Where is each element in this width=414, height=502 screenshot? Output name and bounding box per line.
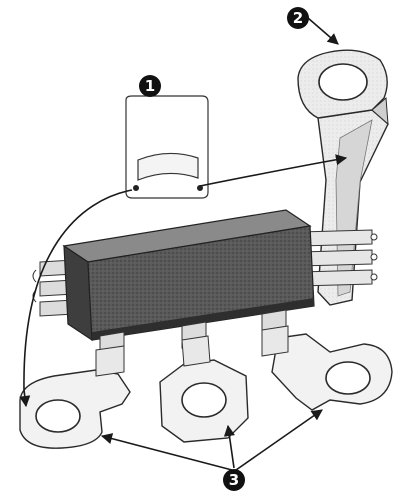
callout-1: 1: [139, 75, 161, 97]
spring-contact-plate: [125, 95, 209, 199]
component-body: [62, 209, 315, 342]
callout-2: 2: [287, 7, 309, 29]
leader-callout-3-left: [100, 433, 233, 471]
arrow-part1-to-terminal: [19, 189, 133, 408]
ring-terminal-center-hole: [181, 382, 227, 418]
callout-1-label: 1: [145, 77, 155, 95]
callout-2-label: 2: [293, 9, 303, 27]
callout-3: 3: [223, 469, 245, 491]
arrow-part1-to-strip: [199, 154, 348, 187]
ring-terminal-left: [19, 345, 131, 449]
leader-callout-3-center: [223, 424, 235, 469]
right-wire-leads: [299, 229, 378, 287]
ring-terminal-hole: [318, 63, 368, 101]
contact-point-left: [133, 185, 139, 191]
ring-terminal-right: [261, 325, 393, 411]
ring-terminal-right-hole: [325, 361, 371, 395]
callout-3-label: 3: [229, 471, 239, 489]
ring-terminal-center: [159, 335, 249, 443]
leader-callout-2: [307, 17, 339, 45]
ring-terminal-left-hole: [35, 399, 81, 433]
leader-callout-3-right: [235, 409, 323, 471]
